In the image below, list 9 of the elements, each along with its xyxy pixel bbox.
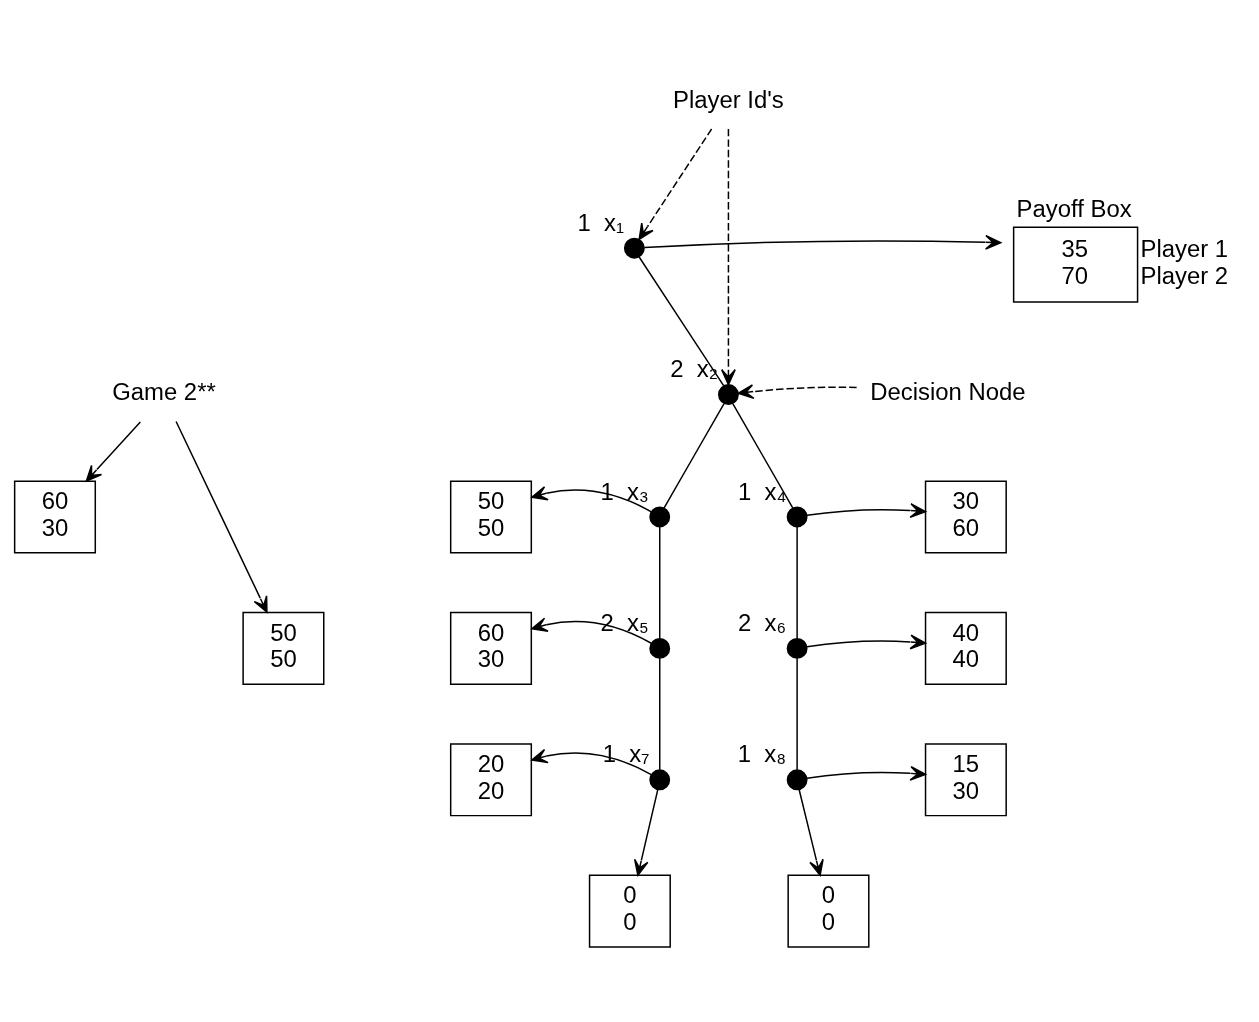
node-text: Player Id's xyxy=(673,85,784,113)
node-text: Decision Node xyxy=(870,378,1026,406)
node-label: 1 x₁ xyxy=(577,208,625,236)
node-label: 2 x₆ xyxy=(737,608,787,636)
node-text: Game 2** xyxy=(112,378,216,406)
node-label: Payoff Box xyxy=(1016,194,1132,222)
node-label: 1 x₈ xyxy=(737,740,787,768)
node-label: Player 1 xyxy=(1140,234,1229,262)
node-label: Player 2 xyxy=(1140,261,1229,289)
